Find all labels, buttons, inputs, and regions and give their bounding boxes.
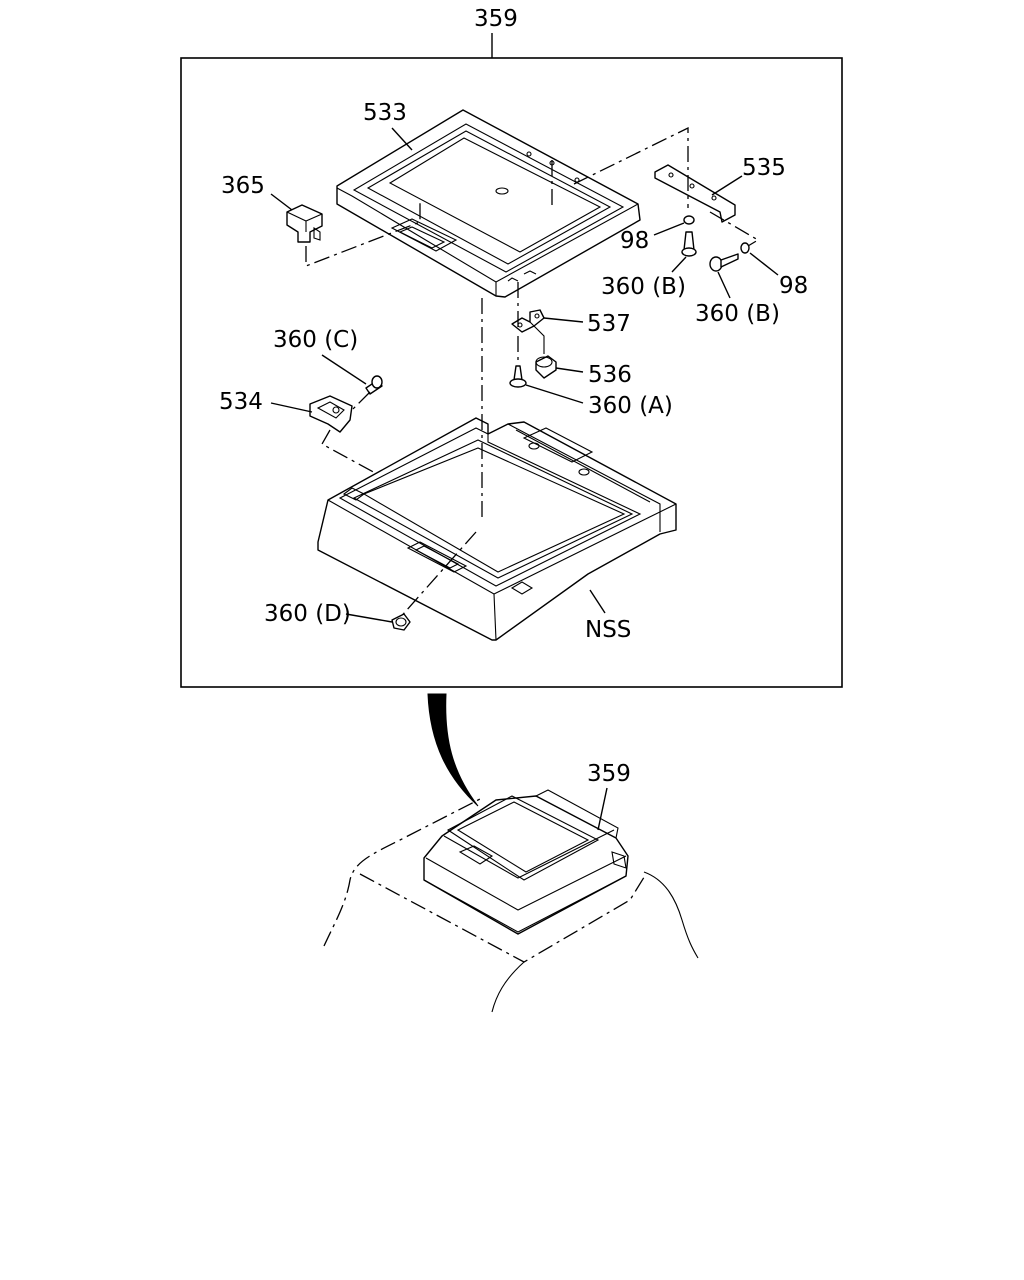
label-534: 534 (219, 389, 263, 415)
leader-360c (321, 354, 367, 385)
leader-365 (270, 193, 293, 211)
washer-98-left (683, 215, 695, 225)
washer-98-right (740, 242, 750, 254)
assembly-line-360c (349, 391, 371, 413)
label-536: 536 (588, 362, 632, 388)
switch-365 (286, 204, 323, 243)
label-98-left: 98 (620, 228, 649, 254)
leader-536 (555, 367, 584, 373)
leader-534 (270, 402, 313, 413)
screw-360b-right (709, 253, 739, 272)
assembly-line-lid-535 (573, 126, 689, 208)
leader-360b-right (717, 271, 731, 299)
label-360a: 360 (A) (588, 393, 673, 419)
label-360d: 360 (D) (264, 601, 351, 627)
label-359-top: 359 (474, 6, 518, 32)
bracket-535 (654, 164, 736, 223)
assembly-line-534 (321, 429, 477, 529)
upper-lid-533 (336, 109, 641, 298)
screw-360a (509, 365, 527, 388)
bumper-536 (535, 355, 557, 379)
pointer-arrow (427, 693, 479, 807)
connector-537-536 (529, 321, 545, 354)
leader-360a (525, 384, 584, 404)
screw-360b-left (681, 231, 697, 257)
label-533: 533 (363, 100, 407, 126)
label-365: 365 (221, 173, 265, 199)
vehicle-console-view (323, 789, 699, 1013)
label-nss: NSS (585, 617, 631, 643)
label-360c: 360 (C) (273, 327, 358, 353)
assembly-line-535-98 (709, 211, 760, 247)
leader-360d (345, 613, 393, 623)
screw-360c (365, 375, 383, 395)
leader-359-bottom (597, 787, 608, 831)
latch-534 (309, 395, 353, 433)
leader-nss (589, 589, 606, 614)
label-98-right: 98 (779, 273, 808, 299)
leader-360b-left (671, 256, 687, 273)
label-359-bottom: 359 (587, 761, 631, 787)
detail-frame (180, 57, 843, 688)
bracket-537 (511, 309, 545, 333)
clip-360d (391, 613, 411, 631)
leader-535 (711, 175, 743, 196)
leader-537 (543, 317, 584, 323)
leader-533 (391, 127, 413, 151)
assembly-line-365 (305, 200, 421, 267)
label-360b-right: 360 (B) (695, 301, 780, 327)
label-360b-left: 360 (B) (601, 274, 686, 300)
label-535: 535 (742, 155, 786, 181)
lower-box-nss (317, 417, 677, 641)
assembly-line-box-360d (397, 531, 477, 621)
label-537: 537 (587, 311, 631, 337)
leader-98-right (749, 252, 779, 276)
leader-98-left (653, 222, 685, 236)
